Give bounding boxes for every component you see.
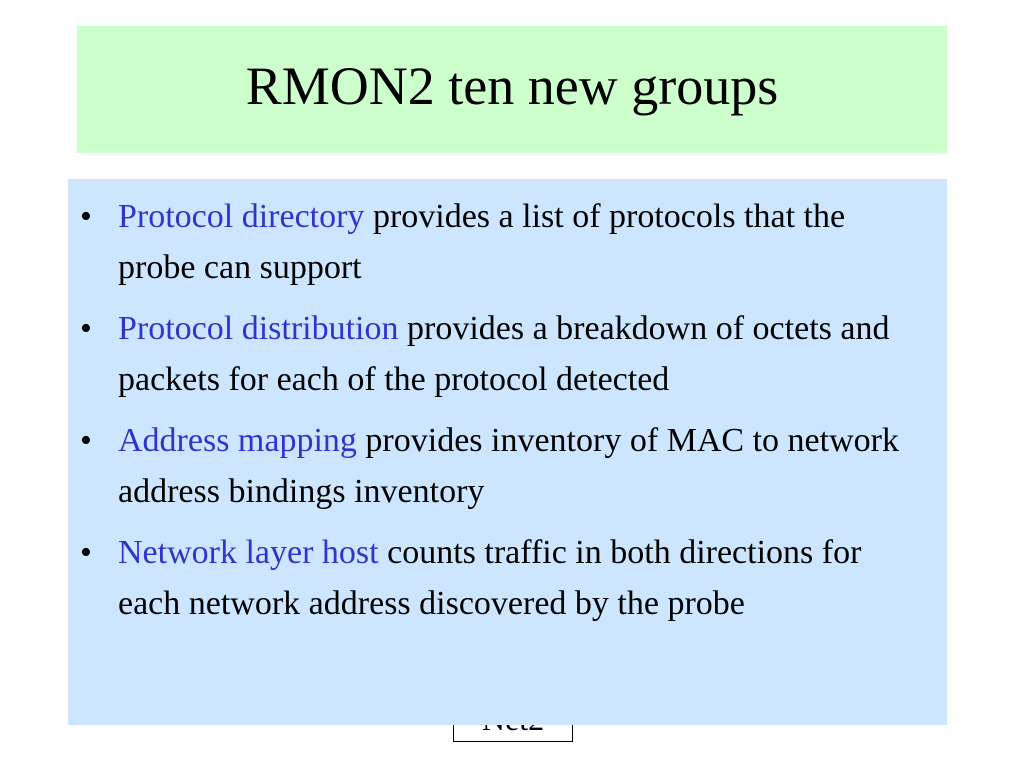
bullet-icon: • [80, 534, 92, 571]
bullet-item-protocol-distribution: • Protocol distribution provides a break… [68, 303, 947, 405]
bullet-term: Protocol distribution [118, 310, 399, 347]
content-box: • Protocol directory provides a list of … [68, 179, 947, 725]
bullet-item-protocol-directory: • Protocol directory provides a list of … [68, 191, 947, 293]
bullet-icon: • [80, 422, 92, 459]
bullet-term: Address mapping [118, 422, 357, 459]
bullet-icon: • [80, 198, 92, 235]
bullet-item-address-mapping: • Address mapping provides inventory of … [68, 415, 947, 517]
bullet-icon: • [80, 310, 92, 347]
bullet-description: counts traffic in both directions for ea… [118, 534, 862, 622]
bullet-description: provides a list of protocols that the pr… [118, 198, 846, 286]
bullet-item-network-layer-host: • Network layer host counts traffic in b… [68, 527, 947, 629]
bullet-description: provides inventory of MAC to network add… [118, 422, 899, 510]
title-box: RMON2 ten new groups [77, 26, 947, 153]
slide-title: RMON2 ten new groups [245, 55, 779, 116]
bullet-term: Protocol directory [118, 198, 365, 235]
bullet-term: Network layer host [118, 534, 379, 571]
bullet-list: • Protocol directory provides a list of … [68, 191, 947, 639]
bullet-description: provides a breakdown of octets and packe… [118, 310, 890, 398]
